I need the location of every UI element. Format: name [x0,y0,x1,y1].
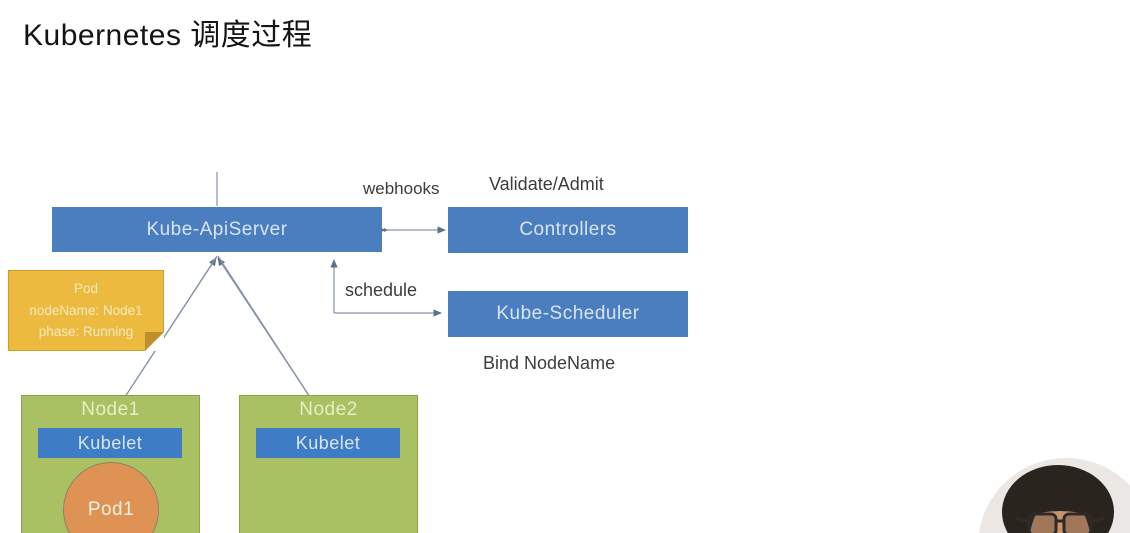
node1-box: Node1 Kubelet Pod1 [21,395,200,533]
note-line-3: phase: Running [38,324,134,340]
kube-apiserver-label: Kube-ApiServer [146,218,288,240]
node2-kubelet-label: Kubelet [295,432,361,453]
node1-label: Node1 [81,399,140,420]
note-line-2: nodeName: Node1 [29,302,143,318]
node2-box: Node2 Kubelet [239,395,418,533]
slide-title: Kubernetes 调度过程 [23,19,313,52]
node1-kubelet-box: Kubelet [38,428,182,458]
node2-kubelet-box: Kubelet [256,428,400,458]
arrowhead-left [384,228,388,232]
controllers-label: Controllers [519,219,617,240]
bind-nodename-label: Bind NodeName [483,353,616,373]
node2-label: Node2 [299,399,358,420]
pod1-circle: Pod1 [63,462,159,533]
kube-scheduler-label: Kube-Scheduler [496,303,640,324]
node1-kubelet-label: Kubelet [77,432,143,453]
controllers-box: Controllers [448,207,688,253]
pod-sticky-note: Pod nodeName: Node1 phase: Running [8,270,164,351]
webcam-overlay [978,458,1130,533]
kube-scheduler-box: Kube-Scheduler [448,291,688,337]
kube-apiserver-box: Kube-ApiServer [52,207,382,252]
presenter-face [978,458,1130,533]
pod1-label: Pod1 [87,499,135,520]
webhooks-label: webhooks [363,179,440,198]
note-line-1: Pod [73,281,99,297]
validate-admit-label: Validate/Admit [489,174,604,194]
schedule-label: schedule [345,280,418,300]
